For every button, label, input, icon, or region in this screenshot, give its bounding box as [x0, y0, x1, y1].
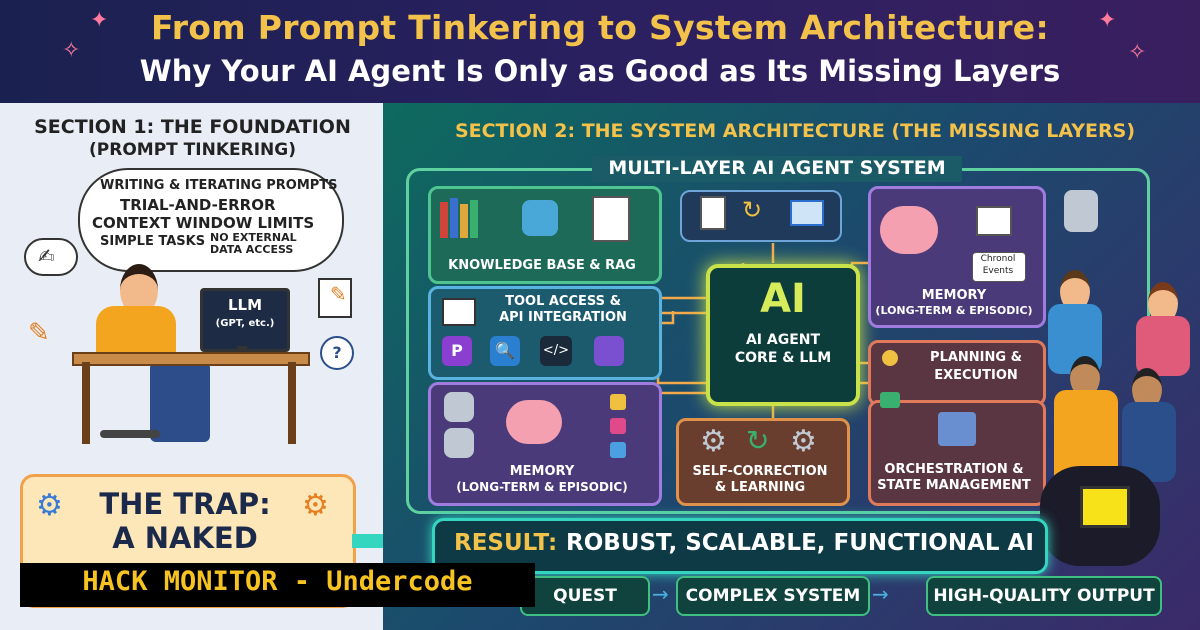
tool-access-label: API INTEGRATION: [499, 310, 627, 325]
gear-icon: ⚙: [790, 424, 817, 459]
person-legs: [150, 362, 210, 442]
gear-icon: ⚙: [302, 488, 329, 523]
refresh-icon: ↻: [746, 424, 770, 457]
refresh-icon: ↻: [742, 196, 763, 224]
chronol-label: Events: [982, 266, 1014, 276]
sparkle-icon: ✧: [1128, 40, 1147, 65]
small-thought-bubble: [24, 238, 78, 276]
thought-cloud: [78, 168, 344, 272]
section2-title: SECTION 2: THE SYSTEM ARCHITECTURE (THE …: [454, 120, 1136, 142]
self-correction-box: [676, 418, 850, 506]
database-icon: [444, 428, 474, 458]
trap-subtitle: A NAKED: [112, 521, 258, 555]
hand-writing-icon: ✍: [38, 244, 55, 268]
document-icon: [700, 196, 726, 230]
self-correction-label: SELF-CORRECTION: [692, 464, 828, 479]
result-text: ROBUST, SCALABLE, FUNCTIONAL AI: [566, 530, 1034, 556]
right-arrow-icon: →: [872, 582, 889, 606]
thought-text: SIMPLE TASKS: [100, 234, 206, 249]
planning-box: [868, 340, 1046, 406]
orchestration-label: ORCHESTRATION &: [884, 462, 1024, 477]
thought-text: TRIAL-AND-ERROR: [120, 196, 276, 214]
chair-base: [100, 430, 160, 438]
database-icon: [594, 336, 624, 366]
desk-leg: [82, 362, 90, 444]
memory-right-sub: (LONG-TERM & EPISODIC): [875, 304, 1033, 317]
monitor-label: LLM: [227, 296, 263, 314]
pencil-icon: ✎: [28, 318, 50, 348]
code-icon: </>: [540, 336, 572, 366]
document-icon: [592, 196, 630, 242]
orchestration-label: STATE MANAGEMENT: [877, 478, 1031, 493]
pencil-icon: ✎: [330, 282, 347, 306]
memory-left-label: MEMORY: [509, 464, 575, 479]
chronol-label: Chronol: [980, 254, 1016, 264]
ai-core-label: AI AGENT: [745, 332, 821, 348]
memory-right-label: MEMORY: [921, 288, 987, 303]
ai-core-label: CORE & LLM: [734, 350, 832, 366]
gear-icon: ⚙: [700, 424, 727, 459]
planning-label: PLANNING &: [930, 350, 1022, 365]
knowledge-base-label: KNOWLEDGE BASE & RAG: [448, 258, 636, 273]
ai-core-chip: [706, 264, 860, 406]
thought-text: NO EXTERNAL DATA ACCESS: [210, 231, 297, 256]
desk-leg: [288, 362, 296, 444]
brain-icon: [506, 400, 562, 444]
mascot-screen: [1080, 486, 1130, 528]
page-subtitle: Why Your AI Agent Is Only as Good as Its…: [139, 54, 1061, 88]
document-icon: [318, 278, 352, 318]
checkbox-icon: [610, 394, 626, 410]
trap-title: THE TRAP:: [99, 487, 271, 521]
check-icon: [882, 350, 898, 366]
ai-core-big-label: AI: [760, 276, 806, 322]
tool-access-label: TOOL ACCESS &: [505, 294, 621, 309]
flow-step-complex-system: COMPLEX SYSTEM: [676, 576, 870, 616]
sparkle-icon: ✧: [62, 38, 81, 63]
flowchart-icon: [938, 412, 976, 446]
watermark-text: HACK MONITOR - Undercode: [82, 566, 473, 597]
checkbox-icon: [610, 418, 626, 434]
watermark-bar: [20, 563, 535, 607]
gear-icon: ⚙: [36, 488, 63, 523]
sparkle-icon: ✦: [90, 8, 109, 33]
section1-title: SECTION 1: THE FOUNDATION: [34, 116, 351, 138]
mail-icon: [442, 298, 476, 326]
section1-subtitle: (PROMPT TINKERING): [89, 140, 296, 160]
grid-window-icon: [790, 200, 824, 226]
calendar-icon: [976, 206, 1012, 236]
memory-left-sub: (LONG-TERM & EPISODIC): [456, 480, 628, 494]
chronol-events-card: [972, 252, 1026, 282]
checkbox-icon: [610, 442, 626, 458]
books-icon: [440, 198, 490, 238]
thought-text: CONTEXT WINDOW LIMITS: [92, 214, 315, 232]
right-arrow-icon: →: [652, 582, 669, 606]
flow-step-output: HIGH-QUALITY OUTPUT: [926, 576, 1162, 616]
search-icon: 🔍: [490, 336, 520, 366]
system-label-bg: [592, 156, 962, 182]
result-label: RESULT:: [454, 530, 558, 556]
monitor-sub-label: (GPT, etc.): [215, 318, 275, 329]
flow-step-quest: QUEST: [520, 576, 650, 616]
database-icon: [444, 392, 474, 422]
page-title: From Prompt Tinkering to System Architec…: [150, 8, 1049, 47]
database-cube-icon: [522, 200, 558, 236]
p-app-icon: P: [442, 336, 472, 366]
sparkle-icon: ✦: [1098, 8, 1117, 33]
header-banner: [0, 0, 1200, 103]
monitor-stand: [237, 346, 247, 354]
system-label: MULTI-LAYER AI AGENT SYSTEM: [608, 157, 946, 179]
question-icon: ?: [320, 336, 354, 370]
self-correction-label: & LEARNING: [714, 480, 806, 495]
thought-text: WRITING & ITERATING PROMPTS: [100, 178, 338, 193]
database-icon: [1064, 190, 1098, 232]
planning-label: EXECUTION: [934, 368, 1018, 383]
brain-icon: [880, 206, 938, 254]
check-icon: [880, 392, 900, 408]
desk: [72, 352, 310, 366]
